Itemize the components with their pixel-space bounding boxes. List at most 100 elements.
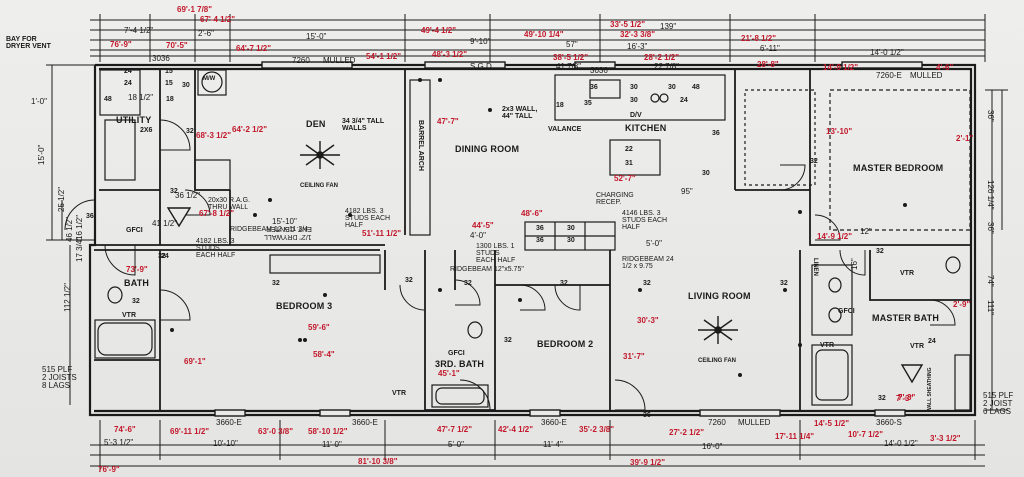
room-label-dining-room: DINING ROOM: [455, 144, 520, 154]
dim-int-30-3: 30'-3": [637, 316, 659, 325]
exterior-walls: [88, 63, 977, 417]
note-ceiling-fan-living: CEILING FAN: [698, 358, 737, 364]
dim-top-28-8: 28'-8": [757, 60, 779, 69]
dim-top-15-0: 15'-0": [306, 32, 327, 41]
dim-int-15-10: 15'-10": [272, 217, 297, 226]
fixture-num-32: 32: [878, 395, 886, 402]
dim-top-139in: 139": [660, 22, 677, 31]
dim-int-31-7: 31'-7": [623, 352, 645, 361]
note-plf-right: 515 PLF 2 JOIST 6 LAGS: [983, 391, 1014, 416]
room-label-den: DEN: [306, 119, 326, 129]
note-plf-left: 515 PLF 2 JOISTS 8 LAGS: [42, 365, 77, 390]
fixture-num-32: 32: [464, 280, 472, 287]
dim-int-18-1-2: 18 1/2": [128, 93, 154, 102]
dim-top-7260-e: 7260-E: [876, 71, 902, 80]
fixture-num-48: 48: [692, 84, 700, 91]
note-mw: M/W: [203, 76, 216, 82]
dim-bottom-3660-s: 3660-S: [876, 418, 902, 427]
dim-int-67-8: 67'-8 1/2": [199, 209, 235, 218]
dim-bottom-10-7: 10'-7 1/2": [848, 430, 884, 439]
right-dimension-lines: [985, 89, 1008, 411]
dim-top-48-3: 48'-3 1/2": [432, 50, 468, 59]
dim-left-112-1-2: 112 1/2": [63, 283, 72, 312]
dim-top-64-7: 64'-7 1/2": [236, 44, 272, 53]
dim-int-58-4: 58'-4": [313, 350, 335, 359]
fixture-num-30-vertical: 30: [702, 170, 710, 177]
dim-int-51-11: 51'-11 1/2": [362, 229, 402, 238]
fixture-num-24: 24: [680, 97, 688, 104]
dim-bottom-63-0: 63'-0 3/8": [258, 427, 294, 436]
dim-int-52-7: 52'-7": [614, 174, 636, 183]
dim-right-111: 111": [986, 300, 995, 315]
dim-bottom-17-11: 17'-11 1/4": [775, 432, 815, 441]
note-wall-44-tall: 2x3 WALL, 44" TALL: [502, 106, 538, 120]
fixture-num-30: 30: [668, 84, 676, 91]
fixture-num-31: 31: [625, 160, 633, 167]
room-label-bath: BATH: [124, 278, 150, 288]
dim-bottom-7-3: 7'-3": [896, 394, 914, 403]
dim-top-mulled-b: MULLED: [910, 71, 943, 80]
note-ridgebeam-left: RIDGEBEAM 12 x 11 3/4: [230, 226, 309, 233]
dim-bottom-3660-e-a: 3660-E: [216, 418, 242, 427]
dim-bottom-5-0: 5'-0": [448, 440, 464, 449]
dim-top-14-9: 14'-9 1/2": [823, 63, 859, 72]
bottom-dimension-lines: [90, 420, 985, 472]
room-label-bedroom-2: BEDROOM 2: [537, 339, 594, 349]
dim-right-36: 36": [986, 110, 995, 122]
note-linen: LINEN: [812, 258, 818, 276]
fixture-num-15: 15: [165, 80, 173, 87]
dim-top-54-1: 54'-1 1/2": [366, 52, 402, 61]
fixture-num-36: 36: [86, 213, 94, 220]
dim-int-69-1: 69'-1": [184, 357, 206, 366]
dim-top-49-4: 49'-4 1/2": [421, 26, 457, 35]
dim-top-69-1: 69'-1 7/8": [177, 5, 213, 14]
dim-bottom-10-10: 10'-10": [213, 439, 238, 448]
dim-left-15-0: 15'-0": [37, 144, 46, 165]
dim-top-3036: 3036: [152, 54, 170, 63]
note-wall-sheathing: WALL SHEATHING: [927, 367, 933, 412]
dim-bottom-35-2: 35'-2 3/8": [579, 425, 615, 434]
warning-triangles: [166, 207, 924, 384]
fixture-num-32: 32: [405, 277, 413, 284]
room-label-utility: UTILITY: [116, 115, 152, 125]
dim-int-95in: 95": [681, 187, 693, 196]
dim-top-mulled: MULLED: [323, 56, 356, 65]
dim-bottom-3660-e-b: 3660-E: [541, 418, 567, 427]
dim-top-2-6: 2'-6": [198, 29, 214, 38]
dim-bottom-81-10: 81'-10 3/8": [358, 457, 398, 466]
note-barrel-arch: BARREL ARCH: [417, 120, 424, 171]
fixture-num-30: 30: [630, 84, 638, 91]
room-label-3rd-bath: 3RD. BATH: [435, 359, 485, 369]
dim-top-70-5: 70'-5": [166, 41, 188, 50]
fixture-num-36: 36: [536, 225, 544, 232]
fixture-num-18: 18: [556, 102, 564, 109]
dim-right-74: 74": [986, 275, 995, 287]
dim-top-32-3: 32'-3 3/8": [620, 30, 656, 39]
fixture-num-32: 32: [876, 248, 884, 255]
note-dv: D/V: [630, 112, 642, 119]
fixture-num-30: 30: [567, 237, 575, 244]
dim-left-16-1-2: 16 1/2": [75, 214, 84, 240]
note-gfci-left: GFCI: [126, 227, 143, 234]
dim-top-3036-b: 3036: [590, 66, 608, 75]
fixture-num-32: 32: [504, 337, 512, 344]
fixture-num-32: 32: [186, 128, 194, 135]
note-1300-lbs: 1300 LBS. 1 STUDS EACH HALF: [476, 243, 516, 264]
dim-bottom-69-11: 69'-11 1/2": [170, 427, 210, 436]
dim-bottom-39-9: 39'-9 1/2": [630, 458, 666, 467]
dim-int-2-9: 2'-9": [953, 300, 971, 309]
dim-top-38-5: 38'-5 1/2": [553, 53, 589, 62]
dim-bottom-14-5: 14'-5 1/2": [814, 419, 850, 428]
ceiling-fans: [300, 141, 738, 344]
dim-top-49-10: 49'-10 1/4": [524, 30, 564, 39]
fixture-num-36-vertical: 36: [712, 130, 720, 137]
note-4182-lbs-top: 4182 LBS. 3 STUDS EACH HALF: [345, 208, 391, 229]
note-ridgebeam-mid: RIDGEBEAM 12"x5.75": [450, 266, 524, 273]
dim-top-22-7-8: 22 7/8": [654, 62, 680, 71]
dim-top-57in: 57": [566, 40, 578, 49]
fixture-num-32: 32: [272, 280, 280, 287]
note-gfci-master: GFCI: [838, 308, 855, 315]
dim-int-1-0: 1'-0": [31, 97, 47, 106]
